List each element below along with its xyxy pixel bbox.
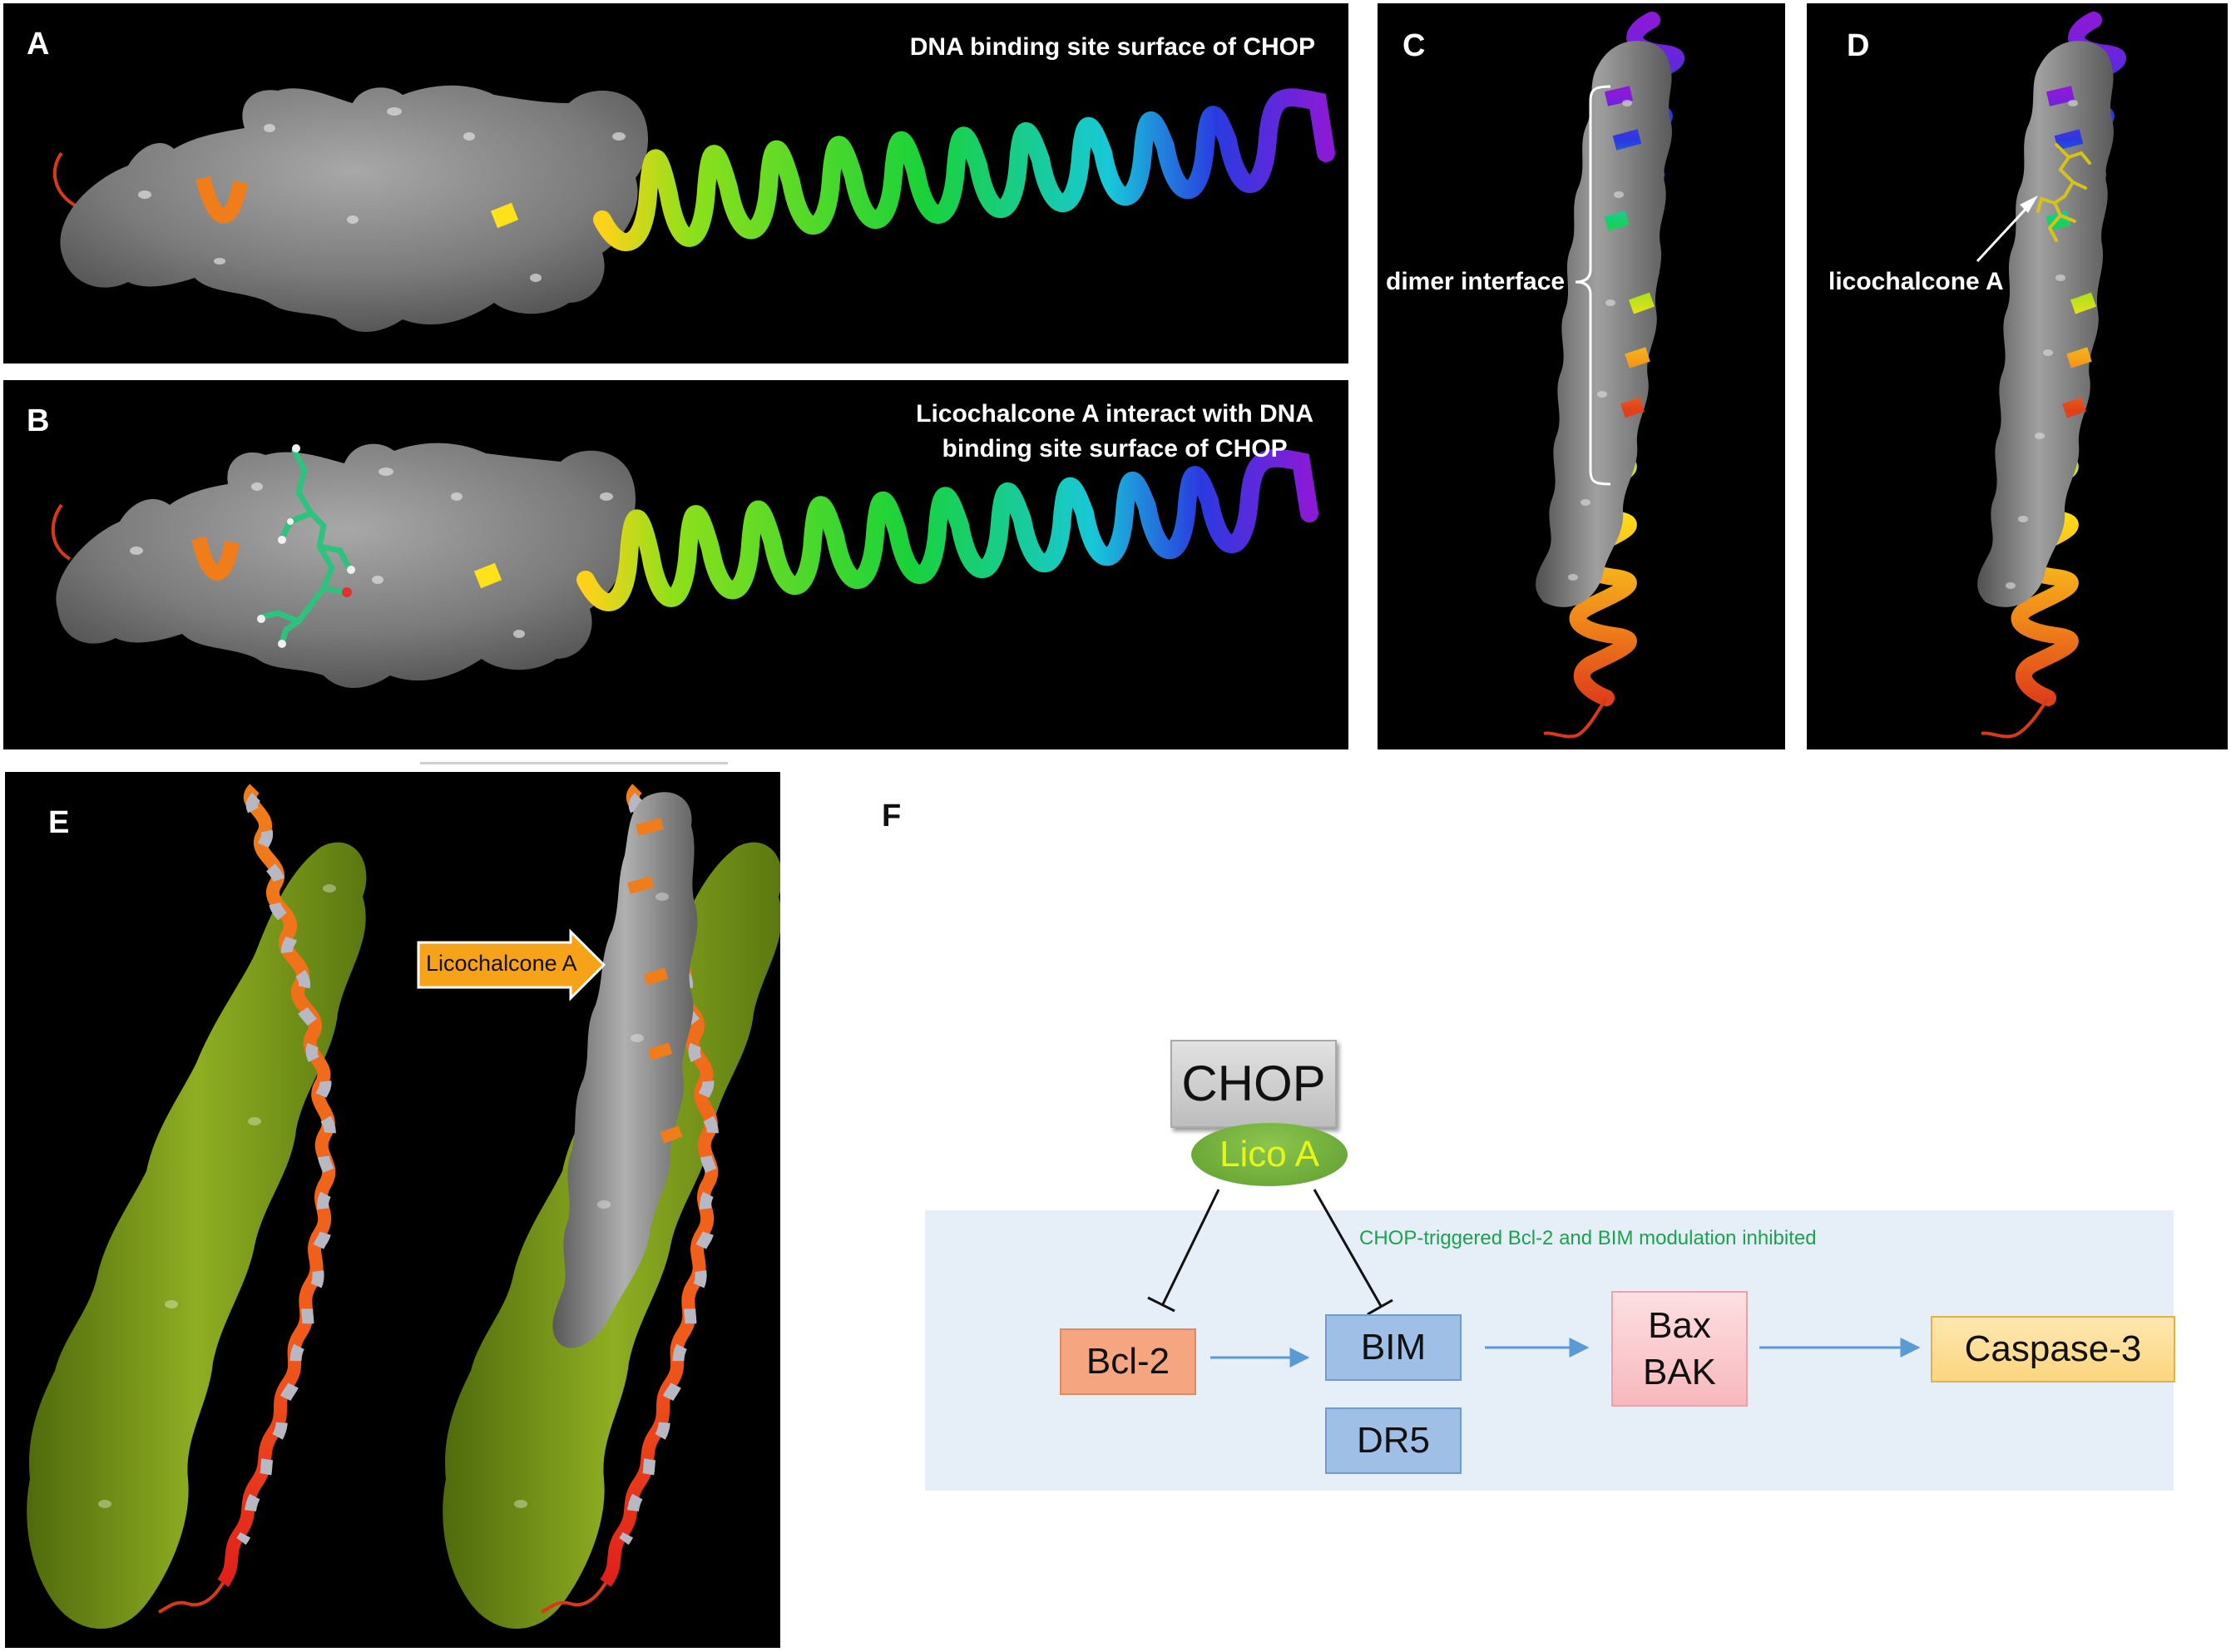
helix-fragments-front (2045, 86, 2097, 418)
chop-box: CHOP (1170, 1040, 1337, 1128)
bim-box: BIM (1325, 1314, 1462, 1381)
pathway-connectors (1147, 1189, 1921, 1368)
helix-fragments-front (1604, 86, 1655, 418)
helix-left-gray-stripes (236, 793, 337, 1546)
c-terminal-loop (1981, 696, 2050, 739)
panel-b: B Licochalcone A interact with DNA bindi… (3, 380, 1348, 749)
panel-f-label: F (882, 799, 902, 833)
dimer-interface-bracket (1575, 85, 1611, 486)
panel-e: E Licochalcone A (5, 772, 780, 1648)
alpha-helix-ribbon (576, 448, 1318, 611)
panel-d-structure (1976, 12, 2127, 739)
panel-divider (420, 762, 728, 764)
c-terminal-loop (1543, 696, 1608, 739)
c-terminal-loop-left (158, 1581, 225, 1614)
protein-surface (1536, 41, 1672, 607)
lico-a-ellipse: Lico A (1191, 1123, 1348, 1186)
surface-highlights (2006, 100, 2078, 589)
panel-a-label: A (27, 27, 50, 62)
dr5-box: DR5 (1325, 1407, 1462, 1474)
panel-b-title-line2: binding site surface of CHOP (942, 435, 1288, 462)
panel-e-label: E (48, 805, 70, 840)
helix-yellow-segment (473, 562, 502, 589)
ligand-pointer-arrow (1976, 203, 2031, 263)
panel-c: C dimer interface (1378, 3, 1785, 749)
panel-d: D licochalcone A (1807, 3, 2228, 749)
inhibition-note: CHOP-triggered Bcl-2 and BIM modulation … (1359, 1227, 1817, 1249)
oxygen-atom (342, 587, 352, 597)
bak-label: BAK (1642, 1351, 1717, 1392)
panel-b-title: Licochalcone A interact with DNA binding… (916, 397, 1313, 467)
surface-highlights (138, 107, 626, 282)
inhibit-bim-bar (1367, 1298, 1393, 1316)
protein-surface (1977, 41, 2114, 607)
surface-highlights (1568, 100, 1632, 581)
panel-f: F CHOP Lico A CHOP-triggered Bcl-2 and B… (882, 782, 2231, 1614)
panel-b-title-line1: Licochalcone A interact with DNA (916, 400, 1313, 428)
inhibit-bim-line (1313, 1189, 1383, 1307)
protein-surface (60, 85, 648, 332)
green-monomer-surface-left (27, 842, 367, 1629)
c-terminal-loop-right (541, 1581, 607, 1614)
helix-yellow-segment (490, 202, 519, 229)
panel-c-label: C (1402, 28, 1426, 63)
panel-d-label: D (1847, 28, 1870, 63)
surface-highlights (98, 884, 669, 1508)
n-terminal-loop (52, 151, 79, 209)
ligand-atoms (257, 444, 355, 648)
panel-c-structure (1536, 12, 1685, 739)
inhibit-bcl2-bar (1147, 1296, 1175, 1313)
panel-e-structure (27, 784, 780, 1629)
gray-monomer-surface (552, 792, 698, 1348)
licochalcone-a-ligand (2036, 143, 2091, 242)
panel-a-title: DNA binding site surface of CHOP (909, 33, 1315, 61)
licochalcone-a-label: licochalcone A (1828, 268, 2004, 295)
ligand-pointer-arrowhead (2020, 195, 2038, 213)
inhibit-bcl2-line (1160, 1189, 1220, 1307)
helix-orange-segment (195, 176, 248, 224)
panel-a-structure (52, 85, 1335, 332)
panel-b-structure (51, 443, 1318, 688)
caspase-3-box: Caspase-3 (1931, 1316, 2175, 1382)
panel-a: A DNA binding site surface of CHOP (3, 3, 1348, 364)
bcl2-box: Bcl-2 (1060, 1328, 1196, 1395)
licochalcone-a-arrow-text: Licochalcone A (426, 951, 577, 976)
bax-bak-box: Bax BAK (1611, 1291, 1748, 1407)
surface-highlights (130, 467, 613, 638)
licochalcone-a-arrow (417, 928, 606, 1002)
bax-label: Bax (1648, 1304, 1711, 1346)
helix-orange-segment (191, 536, 240, 581)
panel-b-label: B (27, 403, 50, 438)
alpha-helix-ribbon (593, 88, 1335, 251)
helix-right-front-fragments (627, 818, 683, 1144)
n-terminal-loop (51, 503, 72, 561)
dimer-interface-label: dimer interface (1386, 268, 1566, 295)
